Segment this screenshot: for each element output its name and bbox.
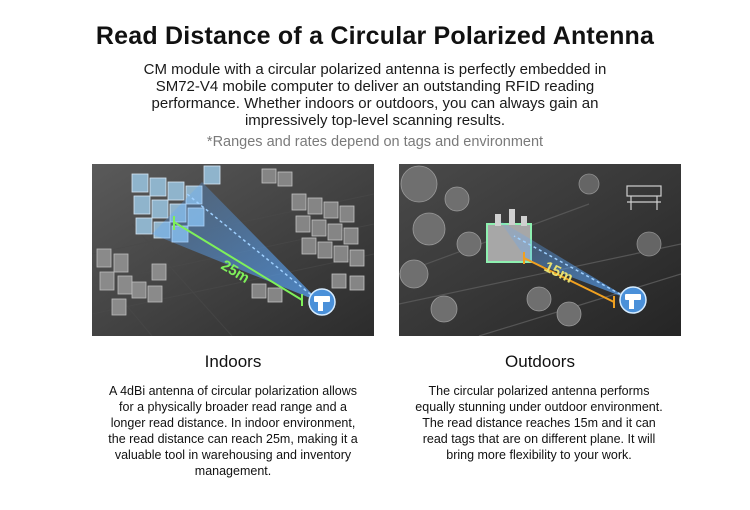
outdoor-illustration: 15m — [399, 164, 681, 336]
disclaimer-note: *Ranges and rates depend on tags and env… — [206, 134, 544, 150]
outdoor-heading: Outdoors — [505, 352, 575, 371]
outdoor-scene-graphic: 15m — [399, 164, 681, 336]
indoor-scene-graphic: 25m — [92, 164, 374, 336]
indoor-illustration: 25m — [92, 164, 374, 336]
indoor-heading: Indoors — [204, 352, 262, 371]
outdoor-description: The circular polarized antenna performs … — [415, 384, 663, 462]
intro-paragraph: CM module with a circular polarized ante… — [143, 61, 607, 129]
page-title: Read Distance of a Circular Polarized An… — [95, 22, 655, 50]
indoor-description: A 4dBi antenna of circular polarization … — [108, 384, 358, 478]
